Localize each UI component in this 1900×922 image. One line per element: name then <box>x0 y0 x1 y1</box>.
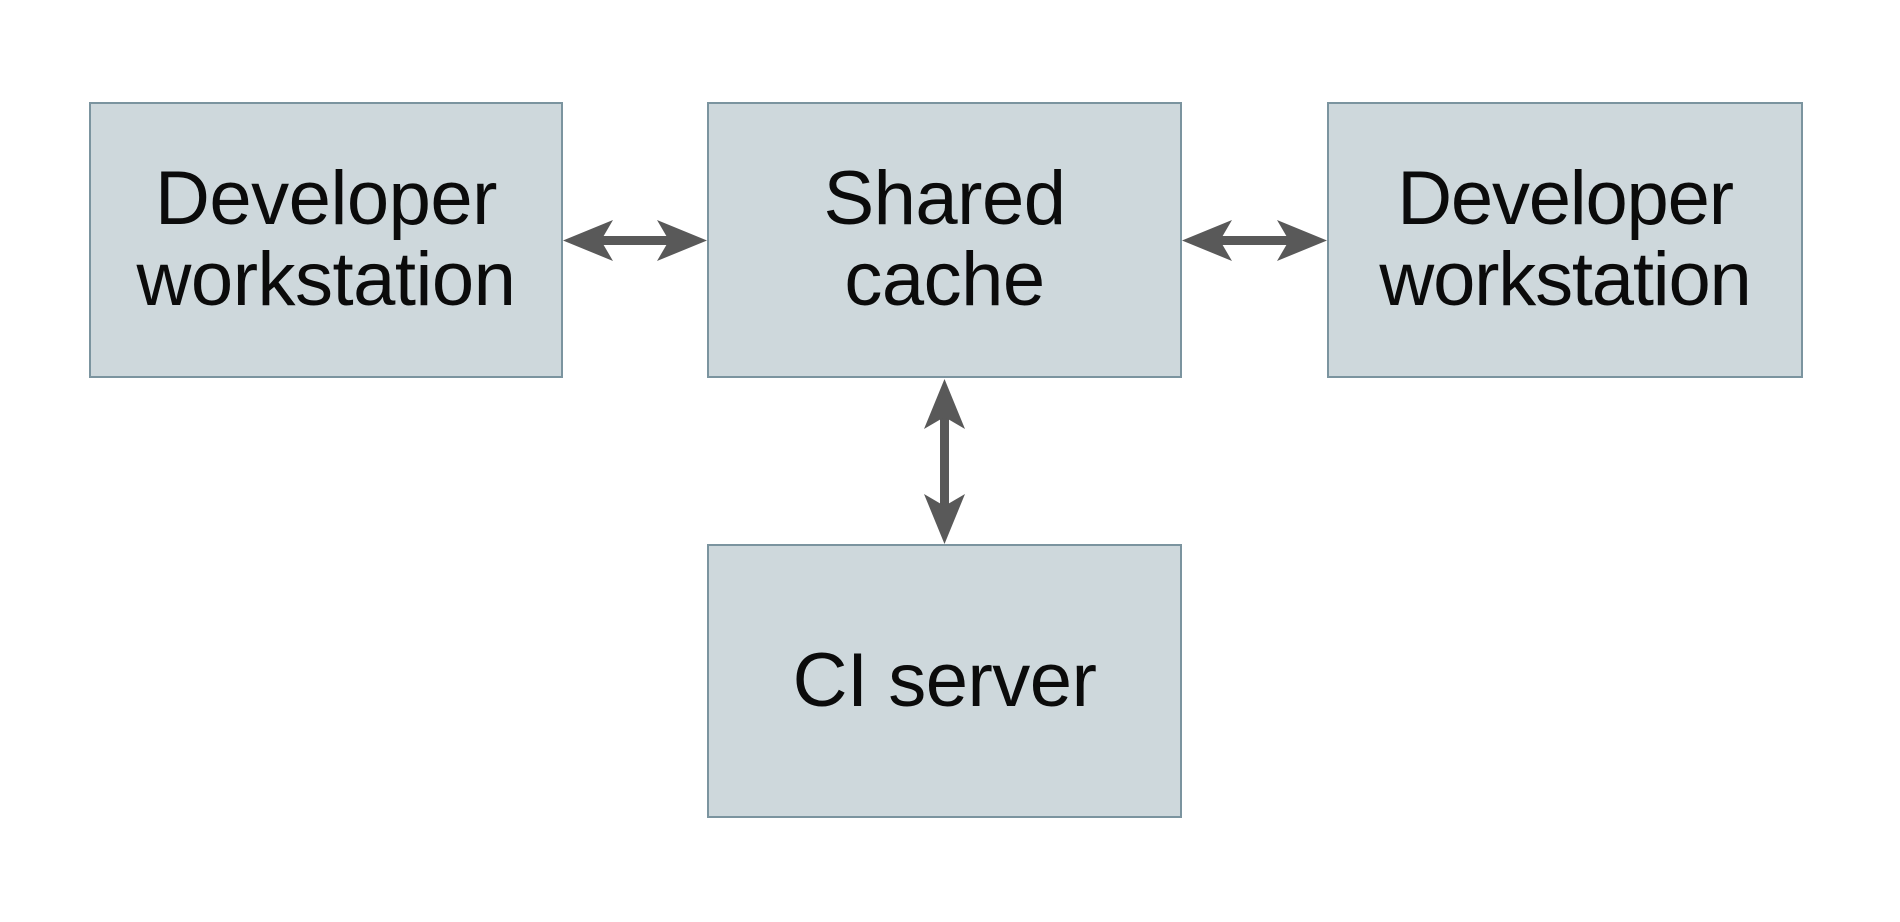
edge-shared-dev-right-arrow <box>1182 220 1327 261</box>
edge-shared-ci-arrow <box>924 379 965 544</box>
edge-dev-left-shared-arrow <box>563 220 707 261</box>
node-label-developer-workstation-left: Developer workstation <box>136 156 516 322</box>
node-shared-cache[interactable]: Shared cache <box>707 102 1182 378</box>
node-developer-workstation-right[interactable]: Developer workstation <box>1327 102 1803 378</box>
node-label-ci-server: CI server <box>792 637 1097 723</box>
node-developer-workstation-left[interactable]: Developer workstation <box>89 102 563 378</box>
node-label-shared-cache: Shared cache <box>823 156 1066 322</box>
node-ci-server[interactable]: CI server <box>707 544 1182 818</box>
node-label-developer-workstation-right: Developer workstation <box>1379 156 1751 322</box>
